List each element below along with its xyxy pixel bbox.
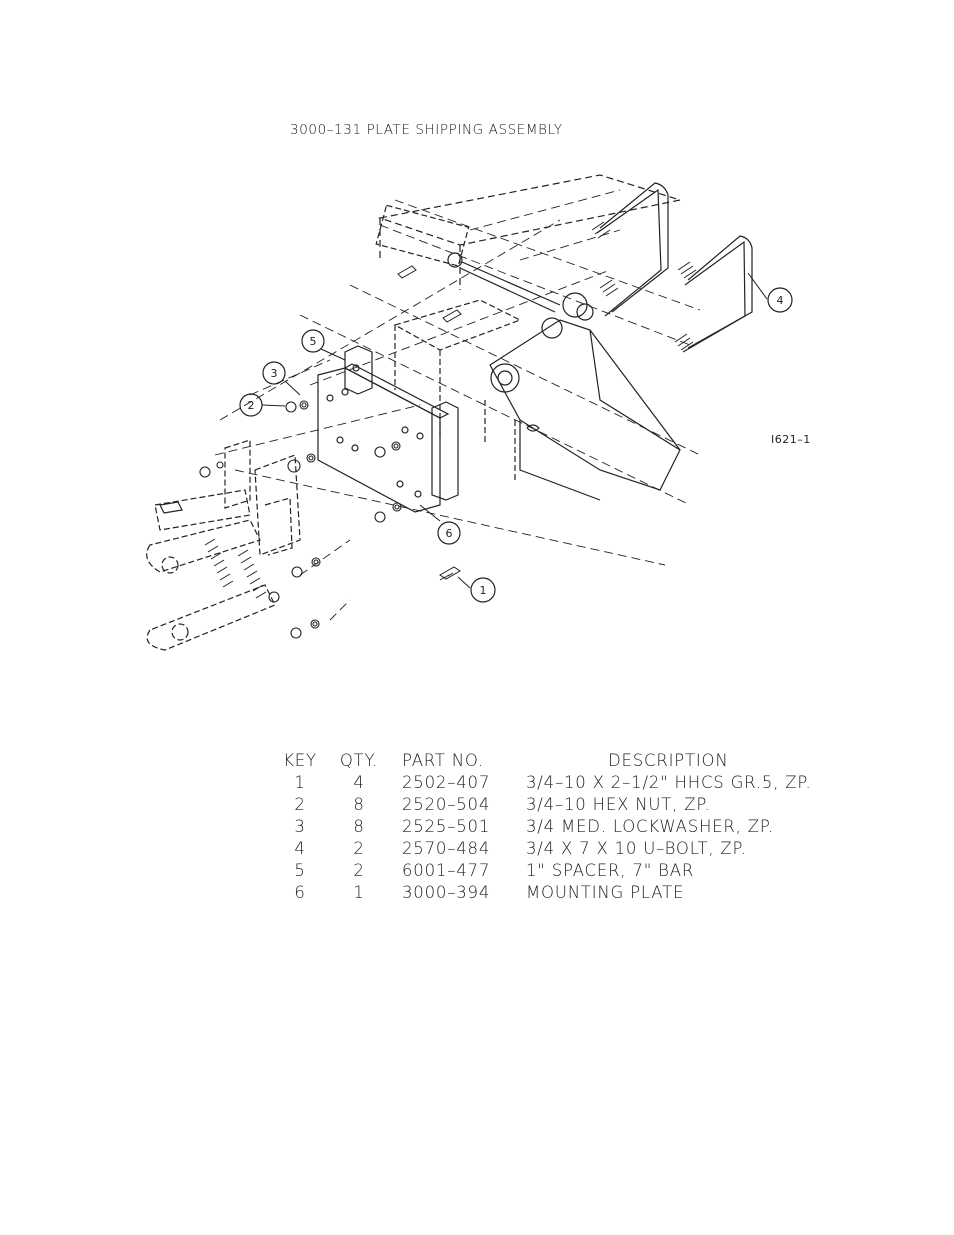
table-row: 3 8 2525–501 3/4 MED. LOCKWASHER, ZP. [270,816,812,838]
u-bolt-threads [592,222,696,350]
row-qty: 2 [330,838,388,860]
row-qty: 8 [330,794,388,816]
row-key: 1 [270,772,330,794]
row-part-no: 2502–407 [388,772,512,794]
row-description: 3/4 X 7 X 10 U–BOLT, ZP. [512,838,812,860]
callout-3: 3 [263,362,285,384]
row-description: 3/4 MED. LOCKWASHER, ZP. [512,816,812,838]
row-part-no: 2570–484 [388,838,512,860]
assembly-centerlines [215,190,700,620]
callout-6-label: 6 [446,527,453,540]
row-key: 4 [270,838,330,860]
mounting-plate [318,364,448,512]
callout-3-label: 3 [271,367,278,380]
u-bolt-right [683,236,752,352]
spacer-bar-right [432,402,458,500]
row-qty: 2 [330,860,388,882]
row-description: 3/4–10 X 2–1/2" HHCS GR.5, ZP. [512,772,812,794]
callout-4-label: 4 [777,294,784,307]
callout-5: 5 [302,330,324,352]
u-bolt-left [597,183,668,316]
toolbar-frame [380,175,680,290]
hydraulic-cylinder [376,205,468,266]
header-key: KEY [270,750,330,772]
row-qty: 1 [330,882,388,904]
parts-list-table: KEY QTY. PART NO. DESCRIPTION 1 4 2502–4… [270,750,812,904]
callout-6: 6 [438,522,460,544]
parts-list-header: KEY QTY. PART NO. DESCRIPTION [270,750,812,772]
header-qty: QTY. [330,750,388,772]
callout-2: 2 [240,394,262,416]
pivot-bracket [490,293,680,500]
row-description: MOUNTING PLATE [512,882,812,904]
callout-4: 4 [768,288,792,312]
callout-5-label: 5 [310,335,317,348]
header-part-no: PART NO. [388,750,512,772]
row-key: 3 [270,816,330,838]
table-row: 2 8 2520–504 3/4–10 HEX NUT, ZP. [270,794,812,816]
row-part-no: 2525–501 [388,816,512,838]
callout-2-label: 2 [248,399,255,412]
row-qty: 8 [330,816,388,838]
row-part-no: 3000–394 [388,882,512,904]
callout-1: 1 [471,578,495,602]
table-row: 4 2 2570–484 3/4 X 7 X 10 U–BOLT, ZP. [270,838,812,860]
table-row: 1 4 2502–407 3/4–10 X 2–1/2" HHCS GR.5, … [270,772,812,794]
row-part-no: 6001–477 [388,860,512,882]
table-row: 6 1 3000–394 MOUNTING PLATE [270,882,812,904]
row-description: 3/4–10 HEX NUT, ZP. [512,794,812,816]
table-row: 5 2 6001–477 1" SPACER, 7" BAR [270,860,812,882]
row-key: 5 [270,860,330,882]
exploded-assembly-drawing: 5 3 2 4 6 1 [0,0,954,700]
callout-1-label: 1 [480,584,487,597]
row-key: 6 [270,882,330,904]
header-description: DESCRIPTION [512,750,812,772]
hardware-nuts [200,401,401,638]
row-qty: 4 [330,772,388,794]
row-unit-linkage [147,440,300,650]
row-part-no: 2520–504 [388,794,512,816]
row-key: 2 [270,794,330,816]
linkage-pin [160,502,182,513]
row-description: 1" SPACER, 7" BAR [512,860,812,882]
